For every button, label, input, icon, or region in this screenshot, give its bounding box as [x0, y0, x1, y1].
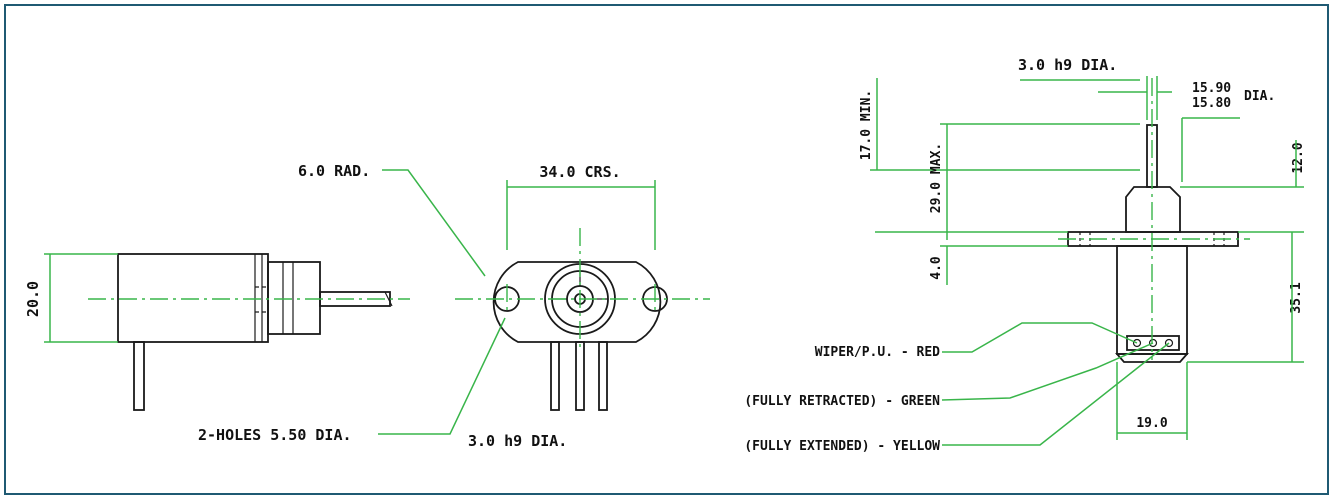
housing-nose	[267, 261, 321, 335]
housing-body	[117, 253, 269, 343]
dim-29-max: 29.0 MAX.	[929, 143, 944, 213]
dim-12: 12.0	[1291, 142, 1306, 173]
pin-3	[598, 341, 608, 411]
label-6-rad: 6.0 RAD.	[298, 162, 370, 180]
dim-15-90: 15.90	[1192, 81, 1231, 96]
label-shaft-dia-side: 3.0 h9 DIA.	[1018, 56, 1117, 74]
label-shaft-dia-front: 3.0 h9 DIA.	[468, 432, 567, 450]
front-view: 34.0 CRS. 6.0 RAD. 2-HOLES 5.50 DIA. 3.0…	[198, 162, 710, 450]
terminal-pin	[133, 341, 145, 411]
dim-34-crs: 34.0 CRS.	[539, 163, 620, 181]
side-view-right: 3.0 h9 DIA. 15.90 15.80 DIA. 17.0 MIN. 2…	[744, 56, 1306, 454]
dim-4: 4.0	[929, 256, 944, 280]
label-extended: (FULLY EXTENDED) - YELLOW	[744, 439, 940, 454]
dim-19: 19.0	[1136, 416, 1167, 431]
nose-right	[1125, 186, 1181, 233]
drawing-frame	[4, 4, 1329, 495]
dim-dia-suffix: DIA.	[1244, 89, 1275, 104]
terminals-right	[1126, 335, 1180, 351]
dim-17-min: 17.0 MIN.	[859, 90, 874, 160]
dim-15-80: 15.80	[1192, 96, 1231, 111]
label-2-holes: 2-HOLES 5.50 DIA.	[198, 426, 352, 444]
pin-1	[550, 341, 560, 411]
label-wiper: WIPER/P.U. - RED	[815, 345, 940, 360]
side-view-left: 20.0	[24, 253, 410, 411]
pin-2	[575, 341, 585, 411]
flange-outline	[492, 261, 662, 343]
dim-20: 20.0	[24, 281, 42, 317]
label-retracted: (FULLY RETRACTED) - GREEN	[744, 394, 940, 409]
